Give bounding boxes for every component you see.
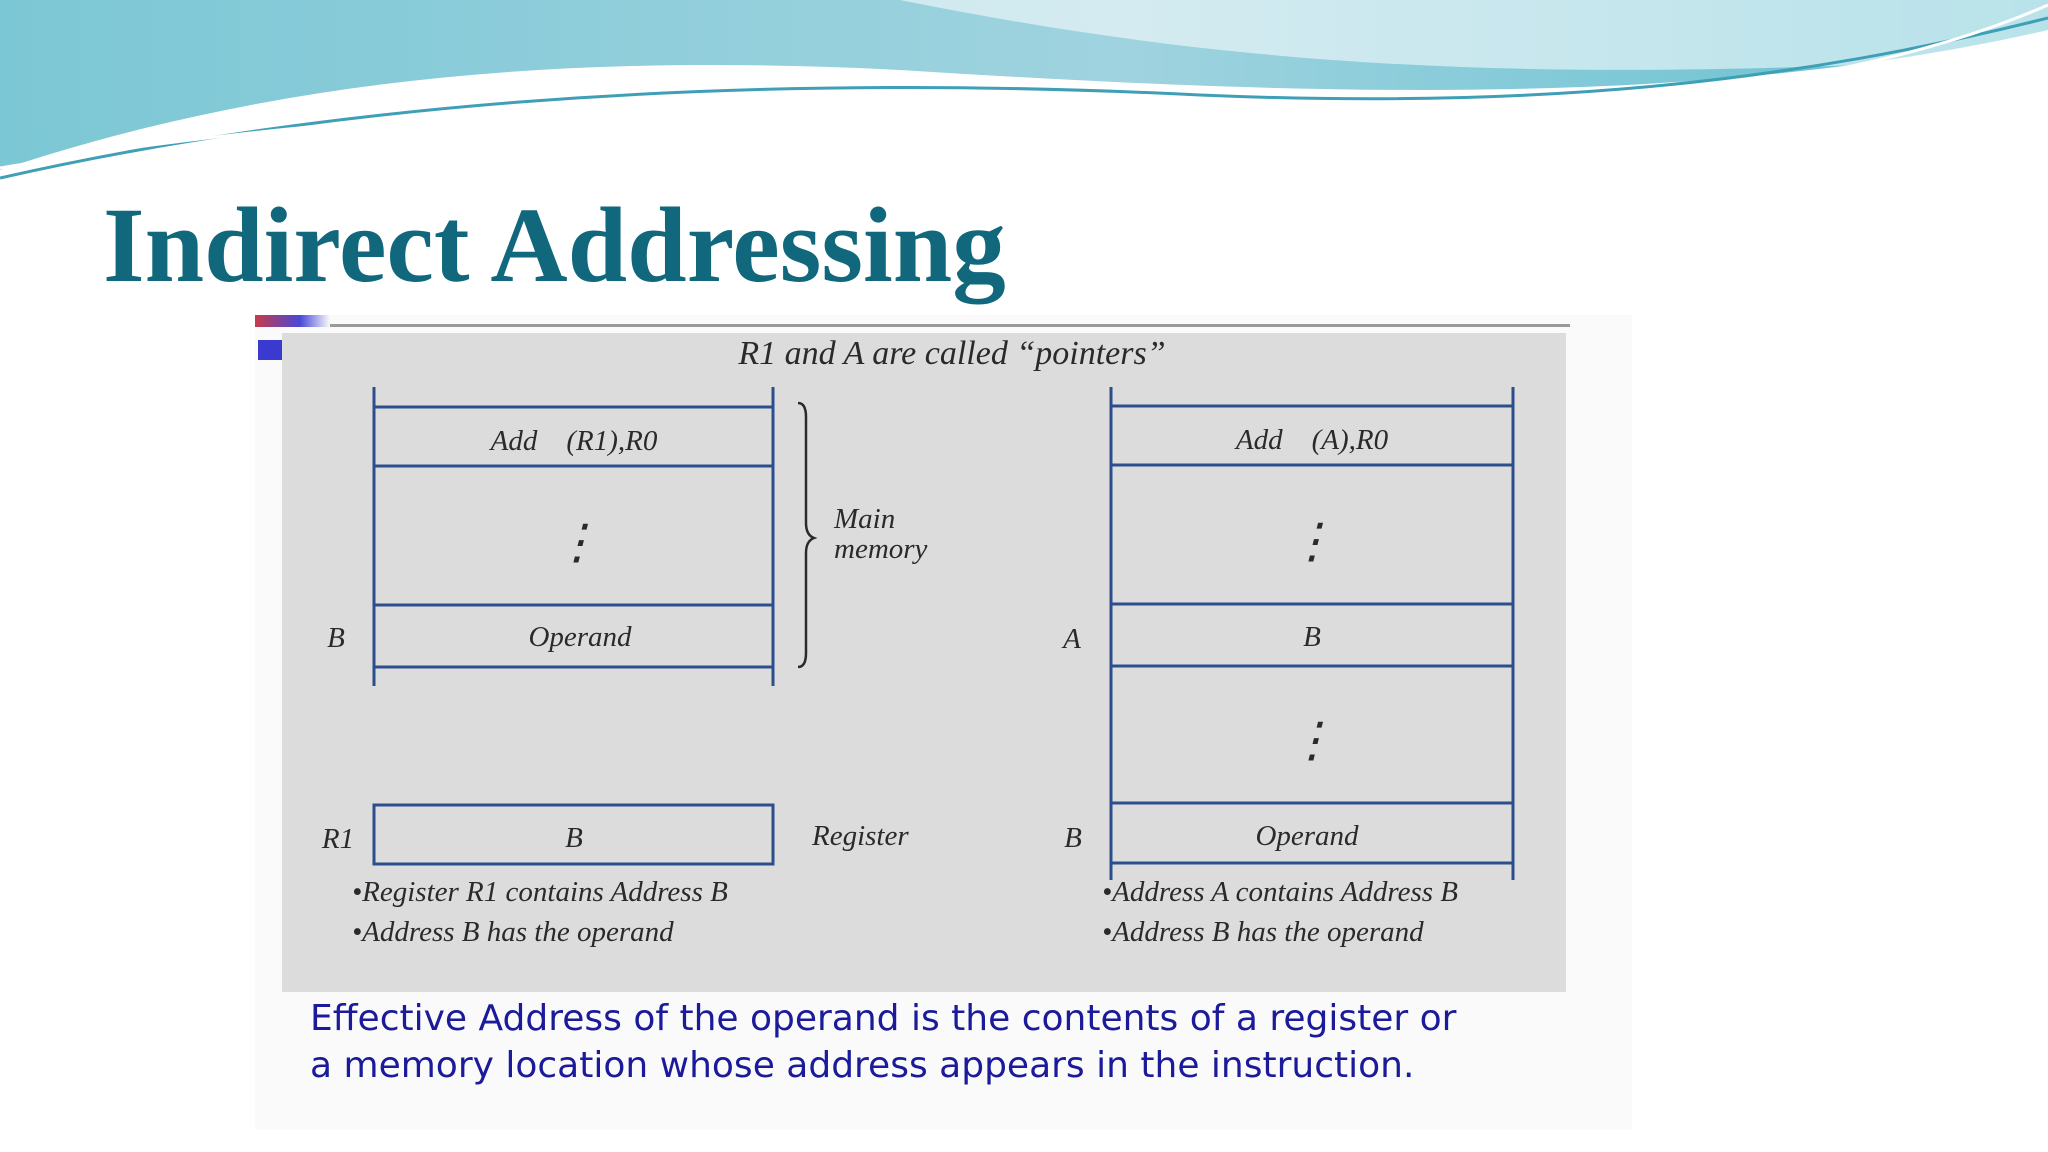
figure-corner-mark — [255, 315, 330, 327]
right-operand-cell: Operand — [1255, 820, 1359, 852]
definition-line-2: a memory location whose address appears … — [310, 1045, 1415, 1086]
main-memory-label-line2: memory — [834, 533, 928, 565]
left-instruction-cell: Add (R1),R0 — [489, 425, 658, 457]
register-r1-value: B — [565, 822, 583, 854]
register-r1-label: R1 — [321, 823, 354, 855]
main-memory-brace — [797, 401, 818, 669]
diagram-panel: R1 and A are called “pointers” Add (R1),… — [282, 333, 1566, 992]
right-ellipsis-1: ⋮ — [1288, 515, 1336, 568]
register-r1-box — [372, 803, 775, 866]
right-address-a-value: B — [1303, 621, 1321, 653]
effective-address-definition: Effective Address of the operand is the … — [310, 995, 1456, 1089]
slide-title: Indirect Addressing — [103, 187, 1006, 305]
right-ellipsis-2: ⋮ — [1288, 714, 1336, 767]
left-ellipsis: ⋮ — [553, 516, 601, 569]
register-caption: Register — [811, 820, 909, 852]
header-wave-decoration — [0, 0, 2048, 180]
left-operand-cell: Operand — [528, 621, 632, 653]
right-note-2: •Address B has the operand — [1102, 916, 1424, 948]
left-note-1: •Register R1 contains Address B — [352, 876, 728, 908]
right-address-a-label: A — [1061, 623, 1081, 655]
figure-corner-square — [258, 340, 282, 360]
indirect-addressing-diagram: R1 and A are called “pointers” Add (R1),… — [321, 335, 1515, 948]
definition-line-1: Effective Address of the operand is the … — [310, 998, 1457, 1039]
diagram-caption: R1 and A are called “pointers” — [737, 335, 1165, 372]
right-instruction-cell: Add (A),R0 — [1234, 424, 1389, 456]
left-note-2: •Address B has the operand — [352, 916, 674, 948]
main-memory-label-line1: Main — [833, 503, 895, 535]
right-note-1: •Address A contains Address B — [1102, 876, 1458, 908]
right-operand-address-label: B — [1064, 822, 1082, 854]
figure-top-rule — [330, 324, 1570, 327]
left-operand-address-label: B — [327, 622, 345, 654]
